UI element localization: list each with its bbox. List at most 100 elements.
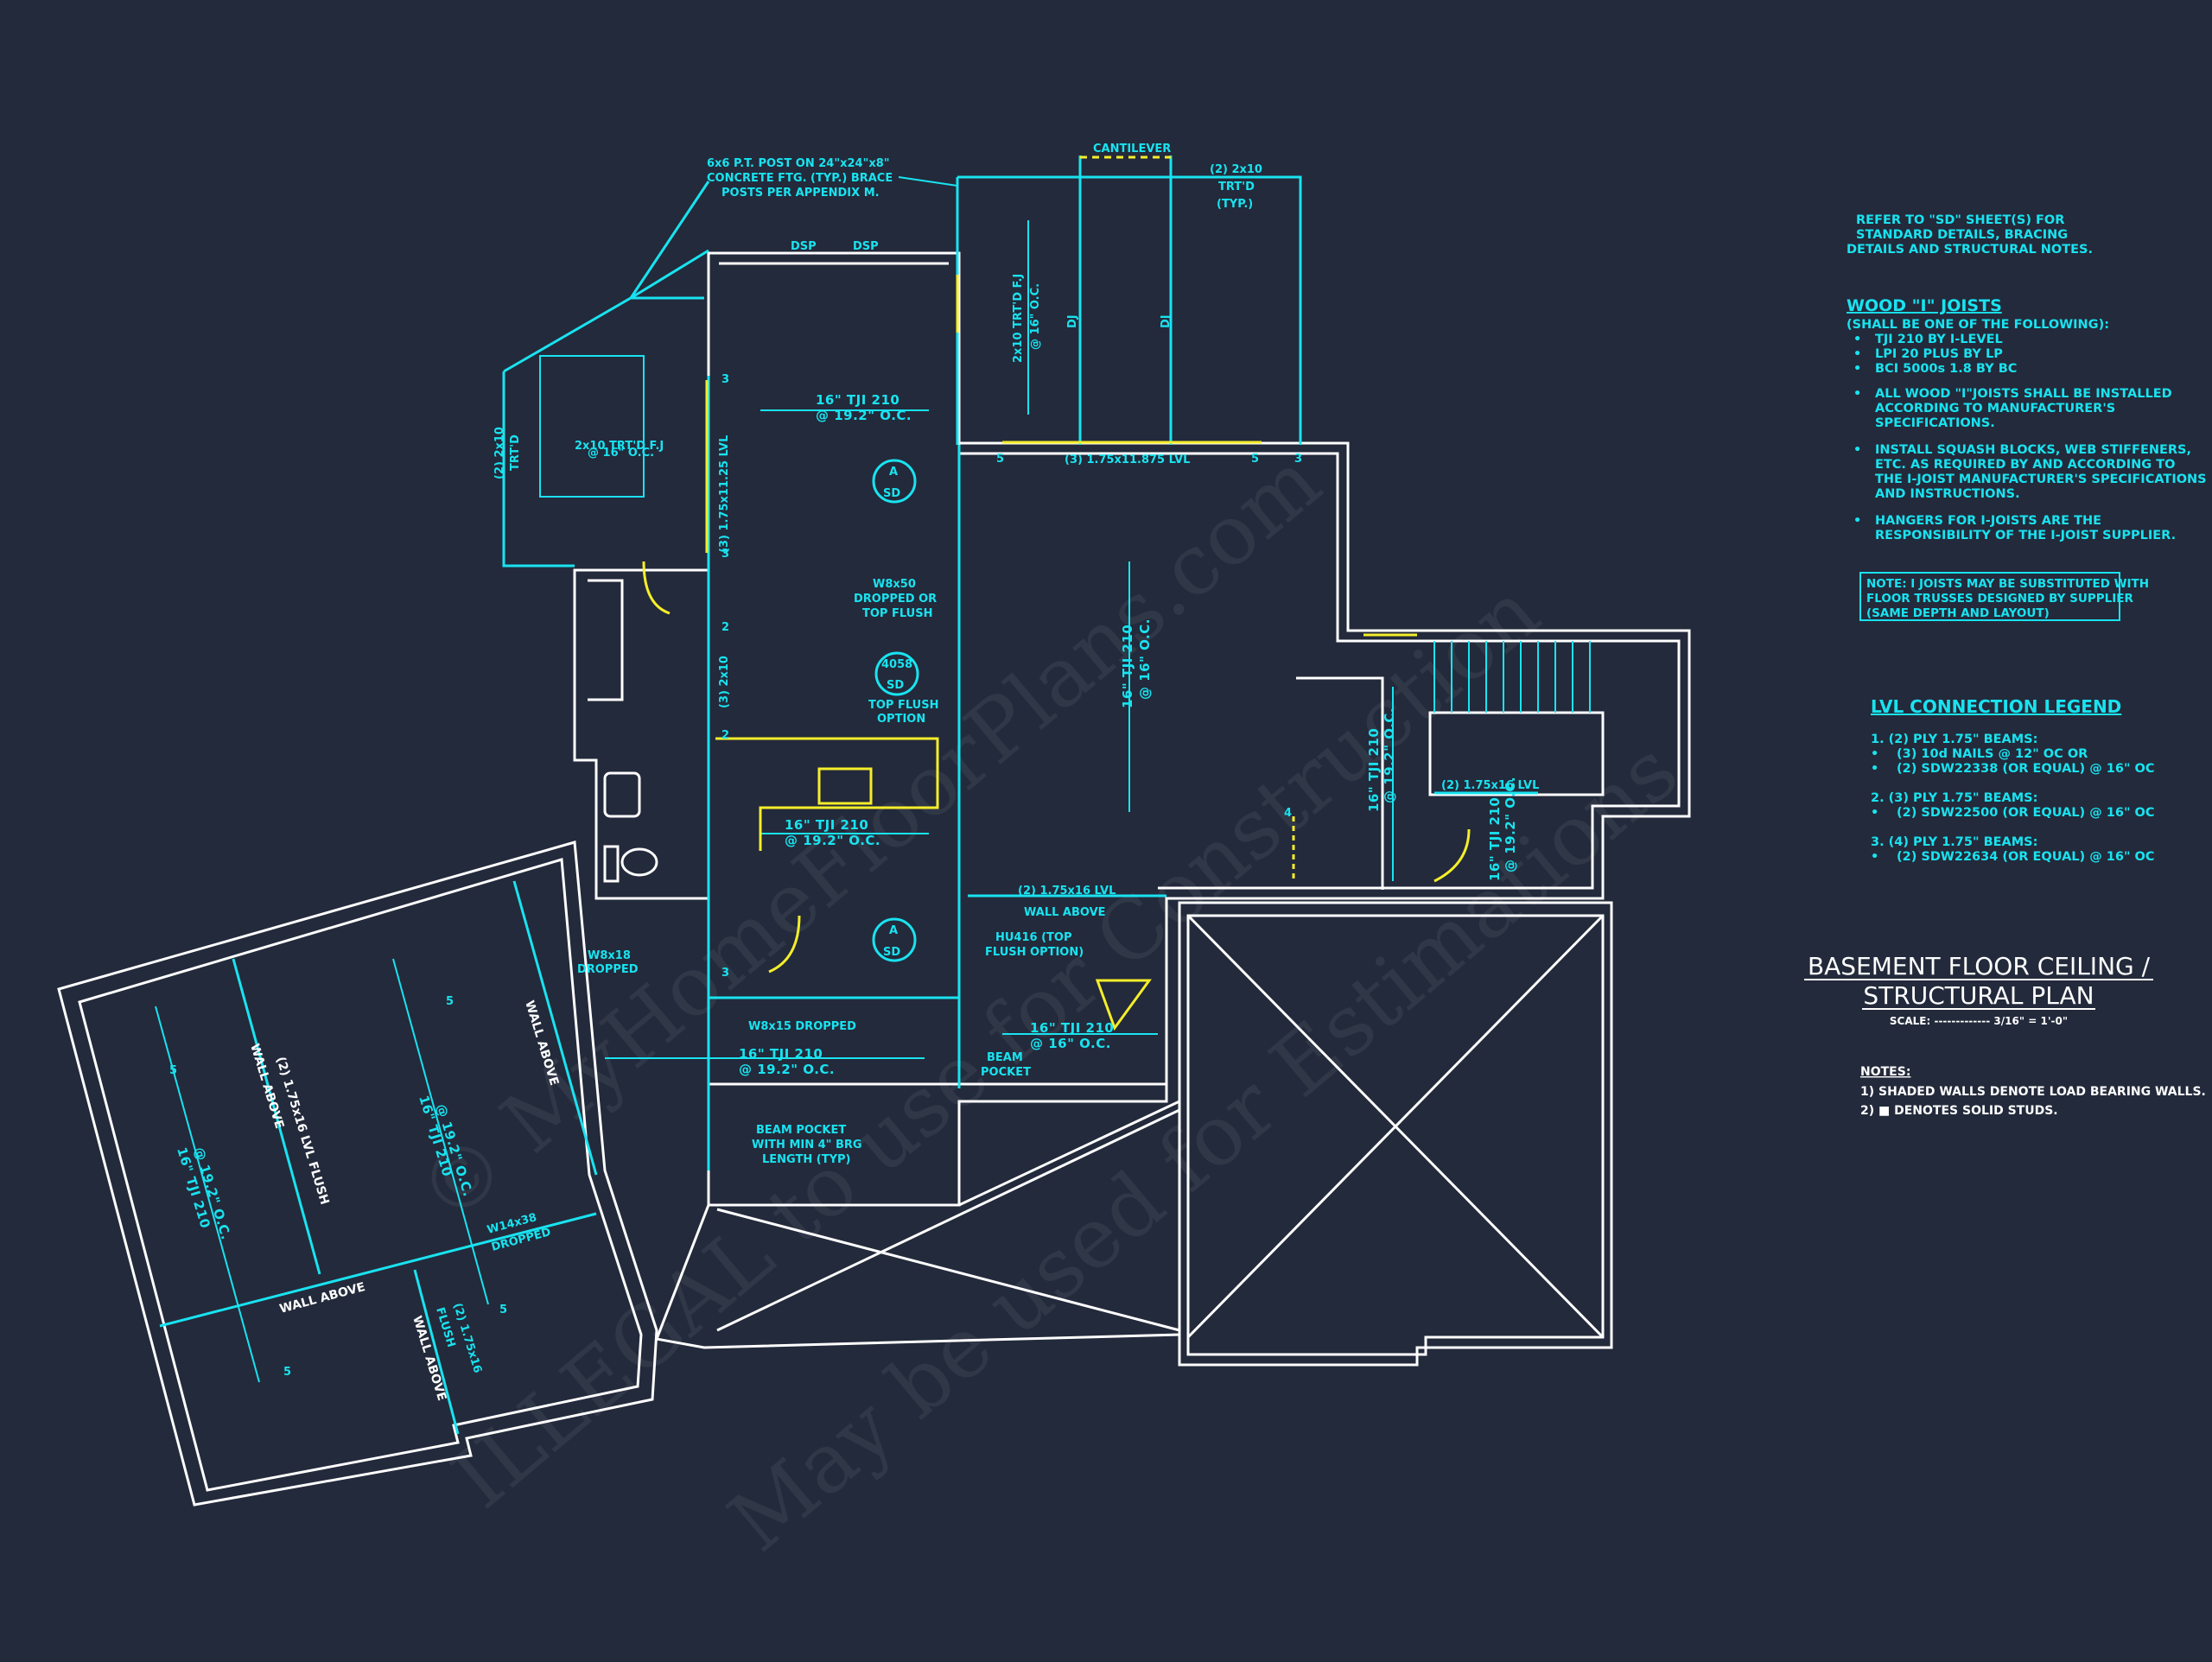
- bay-beam-top: [503, 296, 704, 373]
- stair-treads: [1433, 641, 1591, 713]
- lvl-group-3-title: 3. (4) PLY 1.75" BEAMS:: [1871, 835, 2037, 849]
- post-note-2: CONCRETE FTG. (TYP.) BRACE: [707, 172, 893, 185]
- lvl-2-1616: (2) 1.75x16 LVL: [1441, 779, 1539, 792]
- door-swing-3: [1095, 979, 1152, 1031]
- post-leader-2: [898, 176, 958, 187]
- joist-note-3a: HANGERS FOR I-JOISTS ARE THE: [1875, 514, 2101, 528]
- lvl-group-3-bullet-1: •: [1871, 850, 1878, 864]
- joist-option-bullet-1: •: [1853, 333, 1861, 346]
- two-2x10-1: (2) 2x10: [1210, 163, 1262, 176]
- num-13: 5: [283, 1366, 291, 1379]
- plan-scale: SCALE: ------------- 3/16" = 1'-0": [1890, 1015, 2068, 1027]
- hu416-1: HU416 (TOP: [995, 931, 1072, 944]
- bay-2x10-1: (2) 2x10: [493, 427, 506, 479]
- joist-note-3b: RESPONSIBILITY OF THE I-JOIST SUPPLIER.: [1875, 529, 2176, 542]
- beam-pocket-min-1: BEAM POCKET: [756, 1124, 846, 1137]
- plan-title-line-1: BASEMENT FLOOR CEILING /: [1808, 952, 2151, 980]
- lvl-group-2-title: 2. (3) PLY 1.75" BEAMS:: [1871, 791, 2037, 805]
- sd-a-2b: SD: [883, 946, 900, 959]
- wall-stair-box: [1428, 711, 1605, 796]
- dsp-label-1: DSP: [791, 240, 817, 253]
- wall-connector: [654, 1099, 1181, 1349]
- joist-note-1c: SPECIFICATIONS.: [1875, 416, 1995, 430]
- structure: [155, 155, 1591, 1435]
- joist-option-3: BCI 5000s 1.8 BY BC: [1875, 362, 2017, 376]
- flush-lvl-1: (2) 1.75x16 LVL FLUSH: [273, 1055, 331, 1206]
- tji-label-6a: 16" TJI 210: [739, 1046, 823, 1062]
- tji-label-1b: @ 19.2" O.C.: [816, 408, 912, 423]
- deck-beam-top: [957, 175, 1302, 445]
- wood-joists-subheading: (SHALL BE ONE OF THE FOLLOWING):: [1847, 318, 2109, 332]
- kitchen-sink: [817, 767, 873, 805]
- post-note-3: POSTS PER APPENDIX M.: [721, 187, 880, 200]
- num-7: 5: [1251, 453, 1259, 466]
- wall-above-3: WALL ABOVE: [278, 1280, 366, 1316]
- walls: [57, 251, 1691, 1507]
- box-note-1: NOTE: I JOISTS MAY BE SUBSTITUTED WITH: [1866, 577, 2149, 591]
- lvl-wall-1: (2) 1.75x16 LVL: [1018, 885, 1116, 898]
- lvl-group-1-item-1: (3) 10d NAILS @ 12" OC OR: [1897, 747, 2088, 761]
- hu416-2: FLUSH OPTION): [985, 946, 1084, 959]
- joist-note-2c: THE I-JOIST MANUFACTURER'S SPECIFICATION…: [1875, 473, 2207, 486]
- joist-note-2d: AND INSTRUCTIONS.: [1875, 487, 2020, 501]
- box-note-3: (SAME DEPTH AND LAYOUT): [1866, 606, 2050, 620]
- w8x15-label: W8x15 DROPPED: [748, 1020, 856, 1033]
- joist-note-bullet-1: •: [1853, 387, 1861, 401]
- num-1: 3: [721, 373, 729, 386]
- w8x18-1: W8x18: [588, 949, 631, 962]
- wing-joist-arrow-1: [155, 1005, 260, 1383]
- tji-label-3a: 16" TJI 210: [1120, 625, 1135, 708]
- general-note-2: STANDARD DETAILS, BRACING: [1856, 228, 2068, 242]
- lvl-group-2-item-1: (2) SDW22500 (OR EQUAL) @ 16" OC: [1897, 806, 2155, 820]
- num-6: 5: [996, 453, 1004, 466]
- num-11: 5: [446, 995, 454, 1008]
- wing-beam-2: [512, 880, 598, 1176]
- w8x50-3: TOP FLUSH: [862, 607, 932, 620]
- w8x18-2: DROPPED: [577, 963, 639, 976]
- w8x50-1: W8x50: [873, 578, 916, 591]
- notes-heading: NOTES:: [1860, 1065, 1910, 1079]
- joist-note-1b: ACCORDING TO MANUFACTURER'S: [1875, 402, 2115, 416]
- bay-leader: [630, 249, 709, 300]
- sd-a-1b: SD: [883, 487, 900, 500]
- general-note-1: REFER TO "SD" SHEET(S) FOR: [1856, 213, 2064, 227]
- top-flush-2: OPTION: [877, 713, 925, 726]
- num-12: 5: [499, 1304, 507, 1316]
- lvl-legend-heading: LVL CONNECTION LEGEND: [1871, 696, 2121, 717]
- wing-beam-4: [413, 1269, 460, 1435]
- sink-icon: [603, 771, 641, 818]
- cantilever-label: CANTILEVER: [1093, 143, 1171, 155]
- bay-joist-2: @ 16" O.C.: [588, 447, 654, 460]
- sd-a-2: A: [889, 924, 898, 937]
- wall-garage: [1178, 901, 1613, 1367]
- toilet-icon: [620, 847, 658, 877]
- joist-note-1a: ALL WOOD "I"JOISTS SHALL BE INSTALLED: [1875, 387, 2172, 401]
- box-note-2: FLOOR TRUSSES DESIGNED BY SUPPLIER: [1866, 592, 2133, 606]
- door-swing-2: [768, 915, 801, 974]
- kitchen-counter: [715, 737, 939, 851]
- bay-joist-1: 2x10 TRT'D F.J: [575, 440, 664, 453]
- num-4: 2: [721, 729, 729, 742]
- garage-x-2: [1186, 914, 1605, 1339]
- bay-joist-area: [539, 355, 645, 498]
- connector-x-2: [716, 1108, 1180, 1332]
- substitution-note-box: [1859, 572, 2120, 621]
- beam-pocket-2: POCKET: [981, 1066, 1031, 1079]
- sd-4058-1: 4058: [881, 658, 912, 671]
- num-9: 4: [1284, 807, 1292, 820]
- title-block: BASEMENT FLOOR CEILING / STRUCTURAL PLAN…: [1804, 952, 2206, 1118]
- joist-note-bullet-3: •: [1853, 514, 1861, 528]
- wing-beam-3: [159, 1212, 597, 1328]
- dsp-label-2: DSP: [853, 240, 879, 253]
- lvl-311875-label: (3) 1.75x11.875 LVL: [1065, 454, 1190, 466]
- wall-great-room: [959, 441, 1691, 1086]
- beam-pocket-min-2: WITH MIN 4" BRG: [752, 1139, 862, 1151]
- post-leader: [629, 181, 710, 299]
- section-marker-4058: [874, 651, 919, 696]
- bay-2x10-2: TRT'D: [509, 435, 522, 471]
- lvl-group-1-title: 1. (2) PLY 1.75" BEAMS:: [1871, 733, 2037, 746]
- door-swing-4: [1433, 828, 1471, 883]
- joist-option-bullet-3: •: [1853, 362, 1861, 376]
